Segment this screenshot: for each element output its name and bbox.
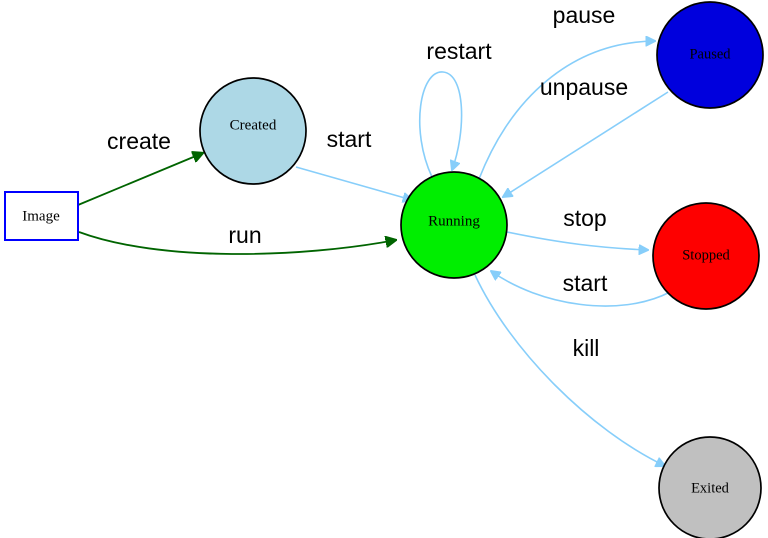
node-image[interactable]: Image: [4, 191, 79, 241]
node-created-label: Created: [230, 117, 277, 133]
node-image-label: Image: [22, 208, 60, 224]
node-stopped[interactable]: Stopped: [652, 202, 760, 310]
edge-label-run: run: [228, 222, 261, 248]
edge-label-stop: stop: [563, 205, 606, 231]
edge-pause: pause: [478, 2, 655, 180]
edge-kill: kill: [474, 274, 665, 466]
nodes-layer: Image Created Running Paused Stopped: [4, 1, 764, 538]
edge-stop: stop: [506, 205, 648, 250]
edge-start-stopped: start: [491, 270, 671, 307]
edge-run: run: [78, 222, 396, 255]
edge-label-start-created: start: [327, 126, 372, 152]
edge-label-unpause: unpause: [540, 74, 628, 100]
node-running[interactable]: Running: [400, 171, 508, 279]
node-image-shape[interactable]: [4, 191, 79, 241]
edge-start-created-path: [295, 166, 412, 200]
edge-label-restart: restart: [426, 38, 492, 64]
edge-restart: restart: [418, 38, 492, 178]
edge-pause-path: [478, 41, 655, 180]
node-exited-shape[interactable]: [658, 436, 762, 538]
node-running-label: Running: [428, 213, 480, 229]
edge-label-pause: pause: [553, 2, 616, 28]
edge-create-path: [77, 153, 203, 206]
edges-layer: create run start restart pause: [77, 2, 671, 466]
node-stopped-label: Stopped: [682, 247, 730, 263]
edge-run-path: [78, 231, 396, 255]
node-created[interactable]: Created: [199, 77, 307, 185]
node-paused-shape[interactable]: [656, 1, 764, 109]
node-created-shape[interactable]: [199, 77, 307, 185]
node-running-shape[interactable]: [400, 171, 508, 279]
edge-stop-path: [506, 231, 648, 250]
node-paused[interactable]: Paused: [656, 1, 764, 109]
edge-label-kill: kill: [573, 335, 600, 361]
edge-label-create: create: [107, 128, 171, 154]
edge-start-stopped-path: [491, 271, 671, 307]
edge-label-start-stopped: start: [563, 270, 608, 296]
edge-kill-path: [474, 274, 665, 466]
node-stopped-shape[interactable]: [652, 202, 760, 310]
edge-unpause-path: [503, 91, 669, 197]
edge-unpause: unpause: [503, 74, 669, 197]
node-exited[interactable]: Exited: [658, 436, 762, 538]
edge-create: create: [77, 128, 203, 206]
edge-restart-path: [418, 71, 463, 178]
node-paused-label: Paused: [689, 46, 731, 62]
edge-start-created: start: [295, 126, 412, 200]
node-exited-label: Exited: [691, 480, 730, 496]
